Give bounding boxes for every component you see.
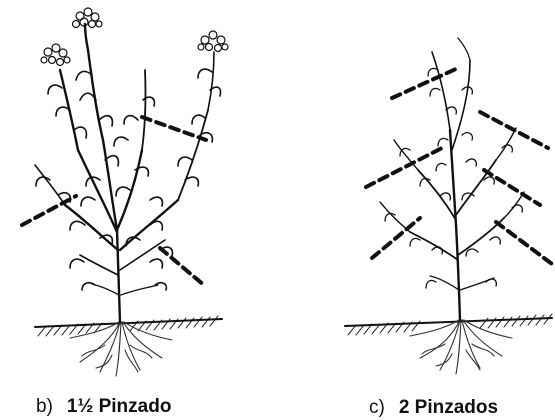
caption-c: c) 2 Pinzados — [369, 397, 498, 419]
flower-cluster-icon — [41, 44, 70, 66]
leaves-b — [36, 69, 221, 290]
ground-c — [345, 314, 552, 335]
caption-c-label: 2 Pinzados — [399, 397, 498, 418]
flower-cluster-icon — [73, 8, 103, 28]
caption-c-letter: c) — [369, 397, 385, 418]
roots-b — [70, 322, 172, 376]
pinch-cut-line-icon — [366, 68, 552, 264]
stems-c — [380, 38, 524, 320]
caption-b: b) 1½ Pinzado — [36, 396, 171, 418]
flower-cluster-icon — [198, 31, 228, 52]
plant-c — [345, 38, 552, 374]
stems-b — [35, 24, 214, 322]
roots-c — [410, 320, 512, 374]
caption-b-letter: b) — [36, 396, 53, 417]
plant-b — [22, 8, 228, 376]
ground-b — [35, 316, 222, 336]
caption-b-label: 1½ Pinzado — [67, 396, 172, 417]
